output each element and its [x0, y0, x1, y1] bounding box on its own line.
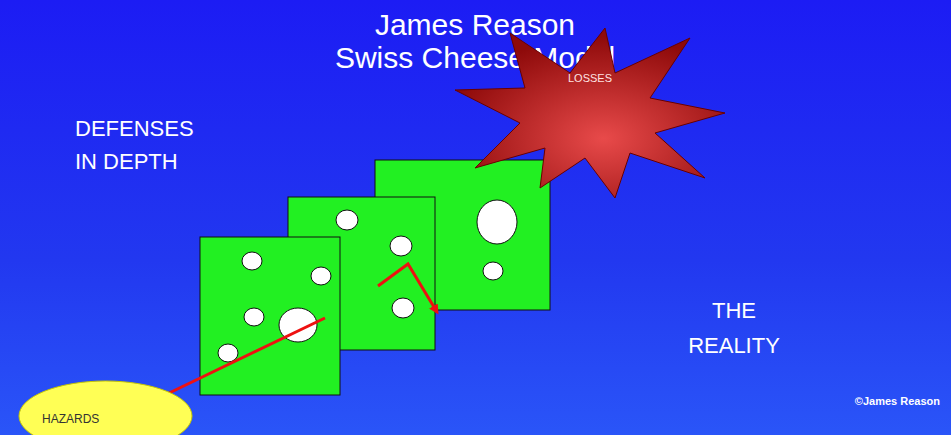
text-label: THE REALITY: [678, 293, 790, 363]
hazards-ellipse-outline: [18, 380, 193, 435]
node-text: LOSSES: [455, 72, 725, 84]
cheese-slice: [200, 237, 340, 395]
accident-trajectory: [165, 318, 325, 395]
ellipse-shape: [19, 381, 192, 435]
starburst-shape: [455, 28, 725, 198]
hazards-ellipse: HAZARDS: [18, 380, 193, 435]
losses-starburst: LOSSES: [455, 28, 725, 198]
accident-trajectory: [378, 264, 437, 312]
text-label: DEFENSES IN DEPTH: [75, 112, 205, 178]
losses-starburst-outline: [455, 28, 725, 198]
text-label: ©James Reason: [800, 394, 940, 408]
node-text: HAZARDS: [18, 412, 193, 426]
diagram-title: James Reason Swiss Cheese Model: [333, 8, 617, 74]
